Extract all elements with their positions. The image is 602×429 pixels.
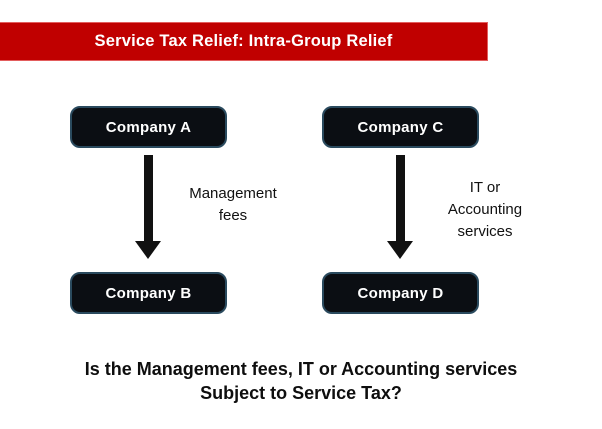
right-flow-label-line2: Accounting: [447, 201, 523, 218]
arrow-head: [387, 241, 413, 259]
down-arrow-right-icon: [387, 155, 413, 259]
question-line2: Subject to Service Tax?: [200, 383, 402, 403]
question-text: Is the Management fees, IT or Accounting…: [0, 357, 602, 405]
company-d-label: Company D: [357, 284, 444, 302]
company-b-label: Company B: [105, 284, 192, 302]
left-flow-label-line2: fees: [218, 207, 248, 224]
arrow-shaft: [395, 155, 405, 241]
right-flow-label-line3: services: [457, 223, 513, 240]
company-d-box: Company D: [322, 272, 479, 314]
arrow-head: [135, 241, 161, 259]
title-banner: Service Tax Relief: Intra-Group Relief: [0, 22, 488, 61]
question-line1: Is the Management fees, IT or Accounting…: [84, 359, 518, 379]
left-flow-label: Management fees: [168, 183, 298, 227]
company-b-box: Company B: [70, 272, 227, 314]
left-flow-label-line1: Management: [189, 185, 277, 202]
down-arrow-left-icon: [135, 155, 161, 259]
company-a-box: Company A: [70, 106, 227, 148]
company-a-label: Company A: [105, 118, 192, 136]
arrow-shaft: [143, 155, 153, 241]
right-flow-label-line1: IT or: [469, 179, 501, 196]
company-c-box: Company C: [322, 106, 479, 148]
right-flow-label: IT or Accounting services: [425, 177, 545, 243]
page-title: Service Tax Relief: Intra-Group Relief: [94, 32, 393, 50]
company-c-label: Company C: [357, 118, 444, 136]
